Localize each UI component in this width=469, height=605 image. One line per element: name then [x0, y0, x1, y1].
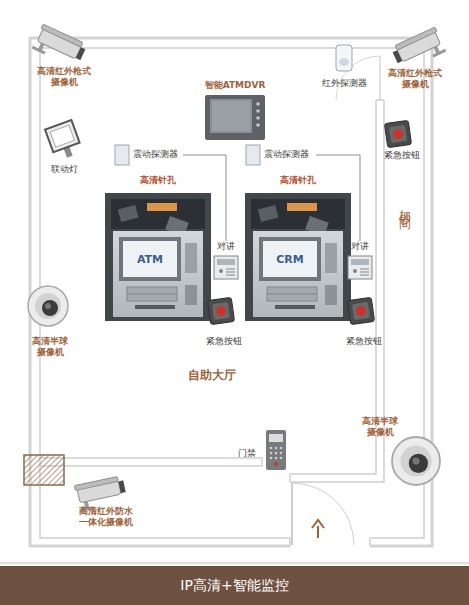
device-node: 紧急按钮: [342, 296, 386, 350]
device-node: 高清半球 摄像机: [22, 284, 78, 364]
device-node: 智能ATMDVR: [200, 80, 270, 142]
dome-camera-icon: [392, 437, 440, 485]
device-node: 紧急按钮: [202, 296, 246, 350]
access-panel-icon: [266, 430, 286, 470]
device-label: 震动探测器: [133, 149, 183, 160]
screen-label: CRM: [263, 253, 317, 266]
device-label: 高清针孔: [243, 175, 353, 186]
device-label: 高清红外枪式 摄像机: [28, 66, 100, 88]
atm-machine: [245, 193, 351, 321]
device-label: 红外探测器: [312, 78, 377, 89]
device-node: 红外探测器: [312, 42, 377, 92]
emergency-button-icon: [207, 297, 234, 324]
bullet-camera-icon: [32, 24, 88, 69]
walls: [30, 38, 432, 546]
vibration-detector-icon: [115, 145, 129, 165]
device-node: 对讲: [212, 241, 240, 281]
device-label: 高清半球 摄像机: [22, 336, 78, 358]
device-node: 联动灯: [44, 120, 84, 178]
emergency-button-icon: [384, 120, 411, 147]
emergency-button-icon: [347, 297, 374, 324]
device-node: 高清红外防水 一体化摄像机: [68, 478, 144, 530]
device-node: 对讲: [346, 241, 374, 281]
hatched-box: [24, 455, 64, 485]
device-label: 紧急按钮: [202, 336, 246, 347]
device-node: 高清针孔 ATM: [103, 175, 213, 325]
device-node: 震动探测器: [113, 143, 183, 167]
device-node: 高清针孔 CRM: [243, 175, 353, 325]
lamp-icon: [45, 120, 83, 162]
ir-detector-icon: [336, 45, 352, 71]
device-label: 门禁: [238, 448, 264, 459]
atm-machine: [105, 193, 211, 321]
caption-band: [0, 566, 469, 605]
area-label: 加钞间: [398, 200, 412, 212]
device-node: 门禁: [238, 428, 288, 472]
device-label: 紧急按钮: [342, 336, 386, 347]
dome-camera-icon: [28, 286, 68, 326]
device-label: 高清红外防水 一体化摄像机: [68, 506, 144, 528]
device-label: 紧急按钮: [380, 150, 424, 161]
device-node: 震动探测器: [244, 143, 316, 167]
signal-wire: [183, 155, 226, 241]
device-node: 高清红外枪式 摄像机: [384, 30, 446, 88]
caption-text: IP高清+智能监控: [0, 566, 469, 605]
vibration-detector-icon: [246, 145, 260, 165]
device-label: 高清红外枪式 摄像机: [384, 68, 446, 90]
dvr-monitor-icon: [205, 95, 265, 140]
caption-rule: [0, 563, 469, 564]
area-label: 自助大厅: [188, 368, 258, 382]
device-label: 高清针孔: [103, 175, 213, 186]
device-node: 紧急按钮: [380, 120, 424, 164]
door: [292, 483, 354, 545]
device-label: 对讲: [212, 241, 240, 252]
signal-wire: [316, 155, 360, 241]
device-label: 对讲: [346, 241, 374, 252]
bullet-camera-icon: [391, 27, 447, 72]
intercom-icon: [348, 256, 372, 279]
device-label: 联动灯: [44, 164, 84, 175]
device-label: 高清半球 摄像机: [356, 416, 404, 438]
device-label: 智能ATMDVR: [200, 80, 270, 91]
device-label: 震动探测器: [264, 149, 316, 160]
device-node: 高清半球 摄像机: [356, 416, 444, 486]
device-node: 高清红外枪式 摄像机: [28, 30, 100, 88]
intercom-icon: [214, 256, 238, 279]
screen-label: ATM: [123, 253, 177, 266]
